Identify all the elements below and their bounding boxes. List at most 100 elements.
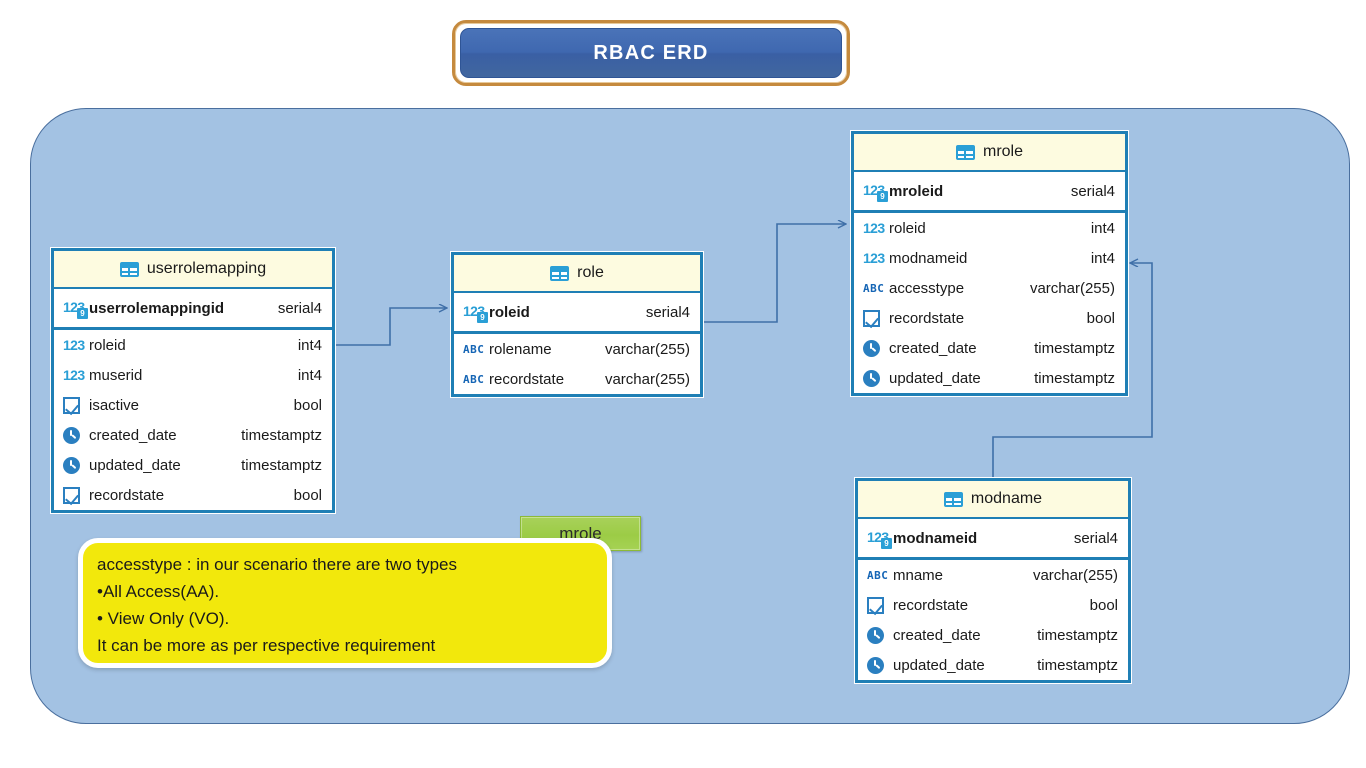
checkbox-icon (63, 396, 89, 414)
table-row[interactable]: 123 modnameid int4 (854, 243, 1125, 273)
abc-text-icon: ABC (863, 281, 885, 295)
table-name: userrolemapping (146, 260, 267, 277)
table-icon (119, 261, 139, 277)
table-row[interactable]: ABC mname varchar(255) (858, 560, 1128, 590)
table-row[interactable]: 123 muserid int4 (54, 360, 332, 390)
note-line: •All Access(AA). (97, 582, 220, 601)
column-name: roleid (89, 336, 126, 354)
column-name: mname (893, 566, 944, 584)
column-name: updated_date (893, 656, 985, 674)
columns-section: 123 roleid int4 123 modnameid int4 ABC a… (854, 213, 1125, 393)
abc-text-icon: ABC (463, 342, 485, 356)
callout-tag-label: mrole (559, 523, 602, 543)
diagram-title-banner: RBAC ERD (452, 20, 850, 86)
column-type: int4 (1090, 249, 1115, 267)
annotation-note[interactable]: accesstype : in our scenario there are t… (78, 538, 612, 668)
column-type: timestamptz (1034, 339, 1115, 357)
column-name: accesstype (889, 279, 965, 297)
table-row[interactable]: recordstate bool (854, 303, 1125, 333)
columns-section: 123 roleid int4 123 muserid int4 isactiv… (54, 330, 332, 510)
column-type: varchar(255) (1032, 566, 1118, 584)
table-row[interactable]: ABC recordstate varchar(255) (454, 364, 700, 394)
column-name: roleid (889, 219, 926, 237)
table-header: mrole (854, 134, 1125, 172)
number-123-icon: 123 (863, 219, 885, 236)
column-name: created_date (893, 626, 981, 644)
note-line: It can be more as per respective require… (97, 636, 436, 655)
column-name: recordstate (893, 596, 969, 614)
column-name: modnameid (893, 529, 978, 547)
column-type: timestamptz (1034, 369, 1115, 387)
table-name: mrole (982, 143, 1023, 160)
clock-icon (867, 656, 893, 674)
column-name: updated_date (89, 456, 181, 474)
clock-icon (63, 456, 89, 474)
column-name: updated_date (889, 369, 981, 387)
abc-text-icon: ABC (867, 568, 889, 582)
table-row[interactable]: updated_date timestamptz (54, 450, 332, 480)
clock-icon (863, 339, 889, 357)
column-name: created_date (89, 426, 177, 444)
number-123-icon: 123 (63, 336, 85, 353)
table-row[interactable]: created_date timestamptz (858, 620, 1128, 650)
table-name: role (577, 264, 604, 281)
column-name: muserid (89, 366, 143, 384)
table-row[interactable]: recordstate bool (54, 480, 332, 510)
column-type: serial4 (277, 299, 322, 317)
column-type: timestamptz (1037, 656, 1118, 674)
clock-icon (63, 426, 89, 444)
table-icon (550, 265, 570, 281)
column-name: recordstate (89, 486, 165, 504)
table-row[interactable]: ABC rolename varchar(255) (454, 334, 700, 364)
table-icon (943, 491, 963, 507)
columns-section: ABC rolename varchar(255) ABC recordstat… (454, 334, 700, 394)
column-name: roleid (489, 303, 530, 321)
column-type: int4 (297, 366, 322, 384)
table-row[interactable]: 123 roleid int4 (854, 213, 1125, 243)
table-row[interactable]: isactive bool (54, 390, 332, 420)
columns-section: ABC mname varchar(255) recordstate bool … (858, 560, 1128, 680)
table-row[interactable]: updated_date timestamptz (858, 650, 1128, 680)
table-name: modname (970, 490, 1043, 507)
table-row[interactable]: created_date timestamptz (54, 420, 332, 450)
column-type: serial4 (645, 303, 690, 321)
column-name: modnameid (889, 249, 968, 267)
note-line: • View Only (VO). (97, 609, 230, 628)
table-row[interactable]: created_date timestamptz (854, 333, 1125, 363)
table-header: userrolemapping (54, 251, 332, 289)
column-type: int4 (1090, 219, 1115, 237)
table-row[interactable]: updated_date timestamptz (854, 363, 1125, 393)
table-row[interactable]: recordstate bool (858, 590, 1128, 620)
number-123-icon: 123 (63, 366, 85, 383)
column-type: timestamptz (241, 426, 322, 444)
column-name: isactive (89, 396, 140, 414)
checkbox-icon (63, 486, 89, 504)
table-header: role (454, 255, 700, 293)
column-type: bool (293, 486, 322, 504)
column-type: bool (1089, 596, 1118, 614)
table-row[interactable]: ABC accesstype varchar(255) (854, 273, 1125, 303)
column-name: userrolemappingid (89, 299, 225, 317)
column-type: serial4 (1070, 182, 1115, 200)
table-icon (955, 144, 975, 160)
table-row[interactable]: 123 roleid int4 (54, 330, 332, 360)
clock-icon (867, 626, 893, 644)
column-type: timestamptz (241, 456, 322, 474)
clock-icon (863, 369, 889, 387)
column-name: mroleid (889, 182, 944, 200)
